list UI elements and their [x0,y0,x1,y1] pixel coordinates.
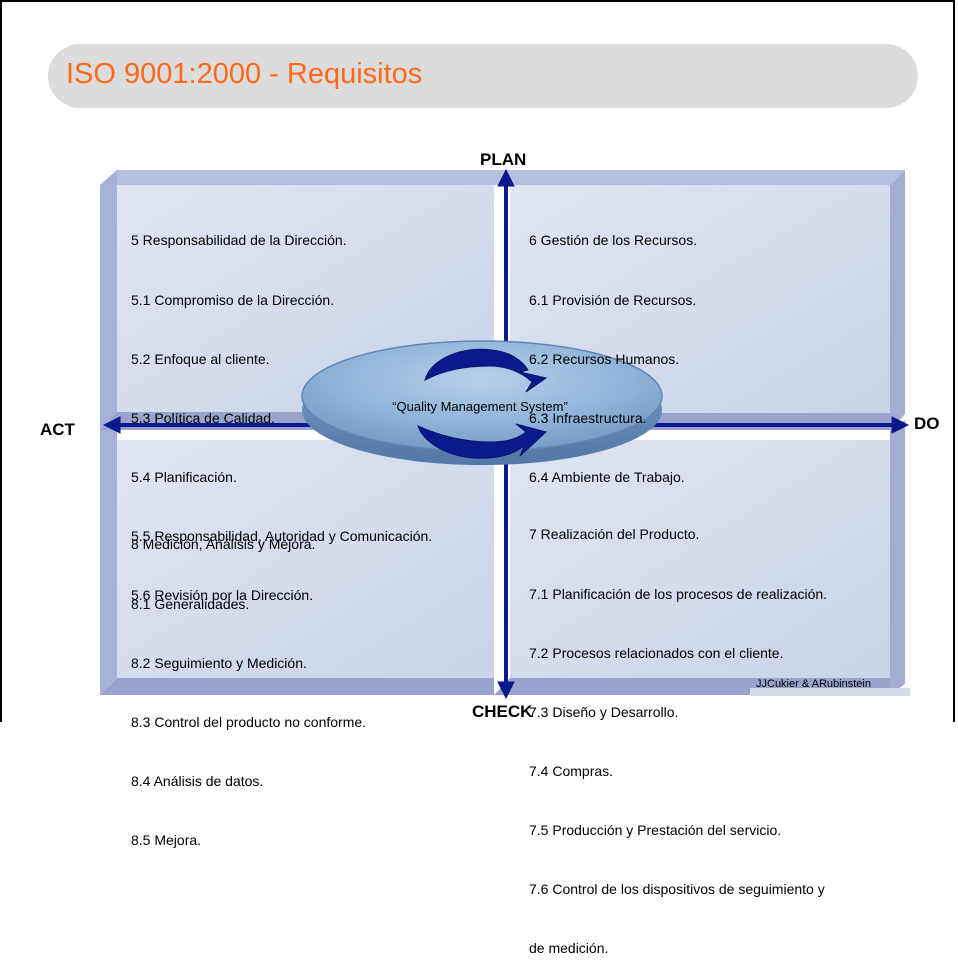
quadrant-text-top-left: 5 Responsabilidad de la Dirección. 5.1 C… [131,192,432,625]
title-bar [48,44,918,108]
list-item: 6.2 Recursos Humanos. [529,350,680,367]
quadrant-text-bottom-left: 8 Medición, Análisis y Mejora. 8.1 Gener… [131,496,366,870]
list-item: 5.4 Planificación. [131,468,237,485]
list-item: 5.2 Enfoque al cliente. [131,350,270,367]
list-item: de medición. [529,940,609,957]
list-item: 8.1 Generalidades. [131,595,250,612]
list-item: 8.3 Control del producto no conforme. [131,713,367,730]
list-item: 7.4 Compras. [529,762,614,779]
list-item: 6 Gestión de los Recursos. [529,232,698,249]
axis-label-do: DO [914,414,940,433]
slide-frame [0,0,955,722]
list-item: 8.5 Mejora. [131,831,202,848]
list-item: 8.2 Seguimiento y Medición. [131,654,307,671]
quadrant-text-bottom-right: 7 Realización del Producto. 7.1 Planific… [529,486,827,979]
quality-system-disc [301,340,663,465]
list-item: 8 Medición, Análisis y Mejora. [131,536,316,553]
author-credit: JJCukier & ARubinstein [756,678,871,690]
panel-bottom-left [100,430,494,695]
list-item: 6.3 Infraestructura. [529,409,647,426]
axis-label-check: CHECK [472,702,533,721]
list-item: 8.4 Análisis de datos. [131,772,264,789]
list-item: 7 Realización del Producto. [529,526,700,543]
list-item: 5.5 Responsabilidad, Autoridad y Comunic… [131,527,433,544]
list-item: 5 Responsabilidad de la Dirección. [131,232,347,249]
panel-bottom-right [494,420,905,695]
credit-overlap [750,688,910,696]
axis-label-act: ACT [40,420,75,439]
list-item: 7.5 Producción y Prestación del servicio… [529,821,782,838]
list-item: 7.6 Control de los dispositivos de segui… [529,881,825,898]
list-item: 5.6 Revisión por la Dirección. [131,587,314,604]
list-item: 7.1 Planificación de los procesos de rea… [529,585,828,602]
list-item: 7.3 Diseño y Desarrollo. [529,703,679,720]
center-label: “Quality Management System” [392,399,568,414]
list-item: 5.1 Compromiso de la Dirección. [131,291,335,308]
axis-label-plan: PLAN [480,150,527,169]
slide-title: ISO 9001:2000 - Requisitos [66,58,423,90]
list-item: 7.2 Procesos relacionados con el cliente… [529,644,784,661]
list-item: 6.1 Provisión de Recursos. [529,291,697,308]
cycle-arrows-icon [417,348,548,459]
list-item: 5.3 Política de Calidad. [131,409,275,426]
pdca-diagram [100,168,910,700]
quadrant-text-top-right: 6 Gestión de los Recursos. 6.1 Provisión… [529,192,697,507]
list-item: 6.4 Ambiente de Trabajo. [529,468,685,485]
